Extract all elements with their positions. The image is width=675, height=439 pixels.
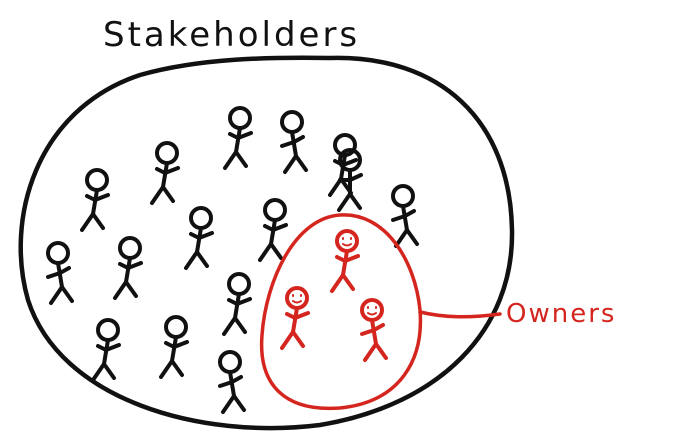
diagram-title: Stakeholders [103,15,360,55]
owners-boundary [259,213,423,411]
owners-label: Owners [506,299,616,329]
owner-figure [360,298,388,362]
stakeholder-figure [218,350,246,414]
stakeholder-figure [337,148,363,212]
stakeholder-figure [91,318,121,382]
stakeholder-figure [46,241,74,305]
stakeholder-figure [150,141,180,205]
owners-callout-line [418,310,502,319]
stakeholder-figure [391,184,419,248]
stakeholder-figure [113,236,143,300]
stakeholder-figure [80,168,110,232]
stakeholder-figure [222,272,252,336]
owner-figure [280,286,310,350]
stakeholder-figure [184,206,214,270]
stakeholder-figures [46,106,419,414]
stakeholder-figure [258,198,288,262]
owner-figures [280,229,388,362]
stakeholder-figure [159,315,189,379]
stakeholder-figure [280,110,308,174]
stakeholder-figure [223,106,253,170]
stakeholders-boundary [18,55,515,431]
owner-figure [330,229,360,293]
